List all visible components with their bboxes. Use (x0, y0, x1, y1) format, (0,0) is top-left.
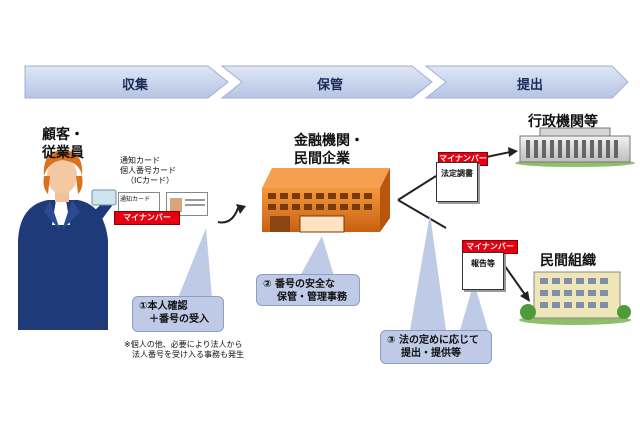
callout-pointer-3 (410, 214, 446, 330)
note-step-1: ①本人確認 ＋番号の受入 (132, 296, 224, 332)
stage-chevron-store (220, 65, 433, 99)
note-step-2: ② 番号の安全な 保管・管理事務 (256, 274, 360, 306)
callout-pointer-1 (178, 228, 212, 298)
mynumber-tag-1: マイナンバー (114, 211, 180, 225)
stage-label-store: 保管 (316, 78, 343, 93)
card-photo (170, 198, 182, 212)
government-building (515, 127, 635, 167)
legal-report-document: 法定調書 (436, 162, 478, 202)
person-illustration (18, 150, 114, 330)
financial-label: 金融機関・ 民間企業 (294, 133, 364, 167)
flow-arrow-1 (217, 207, 239, 224)
callout-pointer-2 (300, 236, 334, 276)
stage-chevron-collect (24, 65, 229, 99)
card-types-label: 通知カード 個人番号カード （ICカード） (120, 156, 176, 185)
report-document: 報告等 (462, 252, 504, 290)
held-card (91, 189, 117, 206)
callout-pointer-3b (460, 282, 488, 330)
stage-label-collect: 収集 (121, 78, 148, 93)
customer-label: 顧客・ 従業員 (42, 127, 84, 161)
note-step-3: ③ 法の定めに応じて 提出・提供等 (380, 330, 492, 364)
flow-arrow-branch (397, 175, 447, 229)
private-org-label: 民間組織 (540, 253, 596, 269)
private-org-building (519, 271, 631, 325)
flow-arrow-private (501, 261, 527, 297)
government-label: 行政機関等 (528, 114, 598, 130)
footnote: ※個人の他、必要により法人から 法人番号を受け入る事務も発生 (124, 340, 244, 359)
financial-building (262, 168, 390, 233)
stage-chevron-provide (424, 65, 629, 99)
stage-label-provide: 提出 (516, 78, 543, 93)
